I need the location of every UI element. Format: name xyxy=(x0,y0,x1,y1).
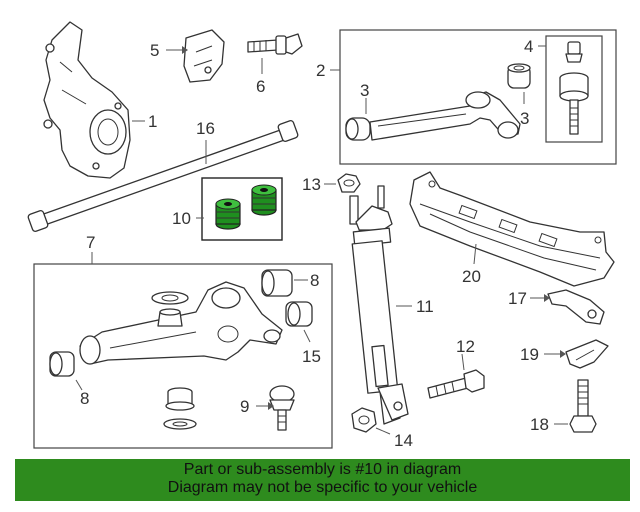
callout-19: 19 xyxy=(520,345,539,364)
callout-2: 2 xyxy=(316,61,325,80)
callout-13: 13 xyxy=(302,175,321,194)
footer-line-2: Diagram may not be specific to your vehi… xyxy=(167,479,478,496)
callout-18: 18 xyxy=(530,415,549,434)
callout-8a: 8 xyxy=(80,389,89,408)
lower-arm-bushing-front xyxy=(49,351,75,377)
footer-banner: Part or sub-assembly is #10 in diagram D… xyxy=(15,459,630,501)
bracket-part-5 xyxy=(183,29,225,83)
steering-knuckle xyxy=(43,21,131,179)
callout-20: 20 xyxy=(462,267,481,286)
callout-5: 5 xyxy=(150,41,159,60)
highlighted-bushing-right xyxy=(251,184,277,216)
callout-12: 12 xyxy=(456,337,475,356)
upper-arm-box xyxy=(339,29,617,165)
lower-arm-bushing-small xyxy=(285,301,313,327)
callout-6: 6 xyxy=(256,77,265,96)
callout-16: 16 xyxy=(196,119,215,138)
bolt-part-18 xyxy=(569,379,597,433)
callout-11: 11 xyxy=(416,297,434,316)
callout-9: 9 xyxy=(240,397,249,416)
upper-control-arm xyxy=(345,91,521,141)
lower-ball-joint xyxy=(269,385,295,431)
callout-7: 7 xyxy=(86,233,95,252)
callout-10: 10 xyxy=(172,209,191,228)
bracket-part-19 xyxy=(565,339,609,369)
torsion-bar xyxy=(27,120,299,232)
callout-8b: 8 xyxy=(310,271,319,290)
parts-diagram: 1 5 6 2 3 3 4 xyxy=(27,21,617,450)
callout-1: 1 xyxy=(148,112,157,131)
callout-17: 17 xyxy=(508,289,527,308)
callout-15: 15 xyxy=(302,347,321,366)
callout-14: 14 xyxy=(394,431,413,450)
bracket-part-17 xyxy=(547,289,605,325)
highlighted-bushing-left xyxy=(215,198,241,230)
upper-arm-bushing xyxy=(507,63,531,89)
crossmember-frame xyxy=(409,171,615,287)
ball-joint-box xyxy=(545,35,603,143)
callout-4: 4 xyxy=(524,37,533,56)
upper-ball-joint xyxy=(559,41,589,135)
bump-stop-lower xyxy=(163,387,197,430)
bolt-part-6 xyxy=(247,33,303,55)
shock-absorber xyxy=(349,185,409,425)
callout-3b: 3 xyxy=(520,109,529,128)
nut-part-13 xyxy=(337,173,361,193)
bump-stop-upper xyxy=(151,291,189,327)
footer-line-1: Part or sub-assembly is #10 in diagram xyxy=(183,461,462,478)
bolt-part-12 xyxy=(427,369,485,399)
callout-3a: 3 xyxy=(360,81,369,100)
lower-arm-bushing-rear xyxy=(261,269,293,297)
nut-part-14 xyxy=(351,407,377,433)
lower-arm-box xyxy=(33,263,333,449)
